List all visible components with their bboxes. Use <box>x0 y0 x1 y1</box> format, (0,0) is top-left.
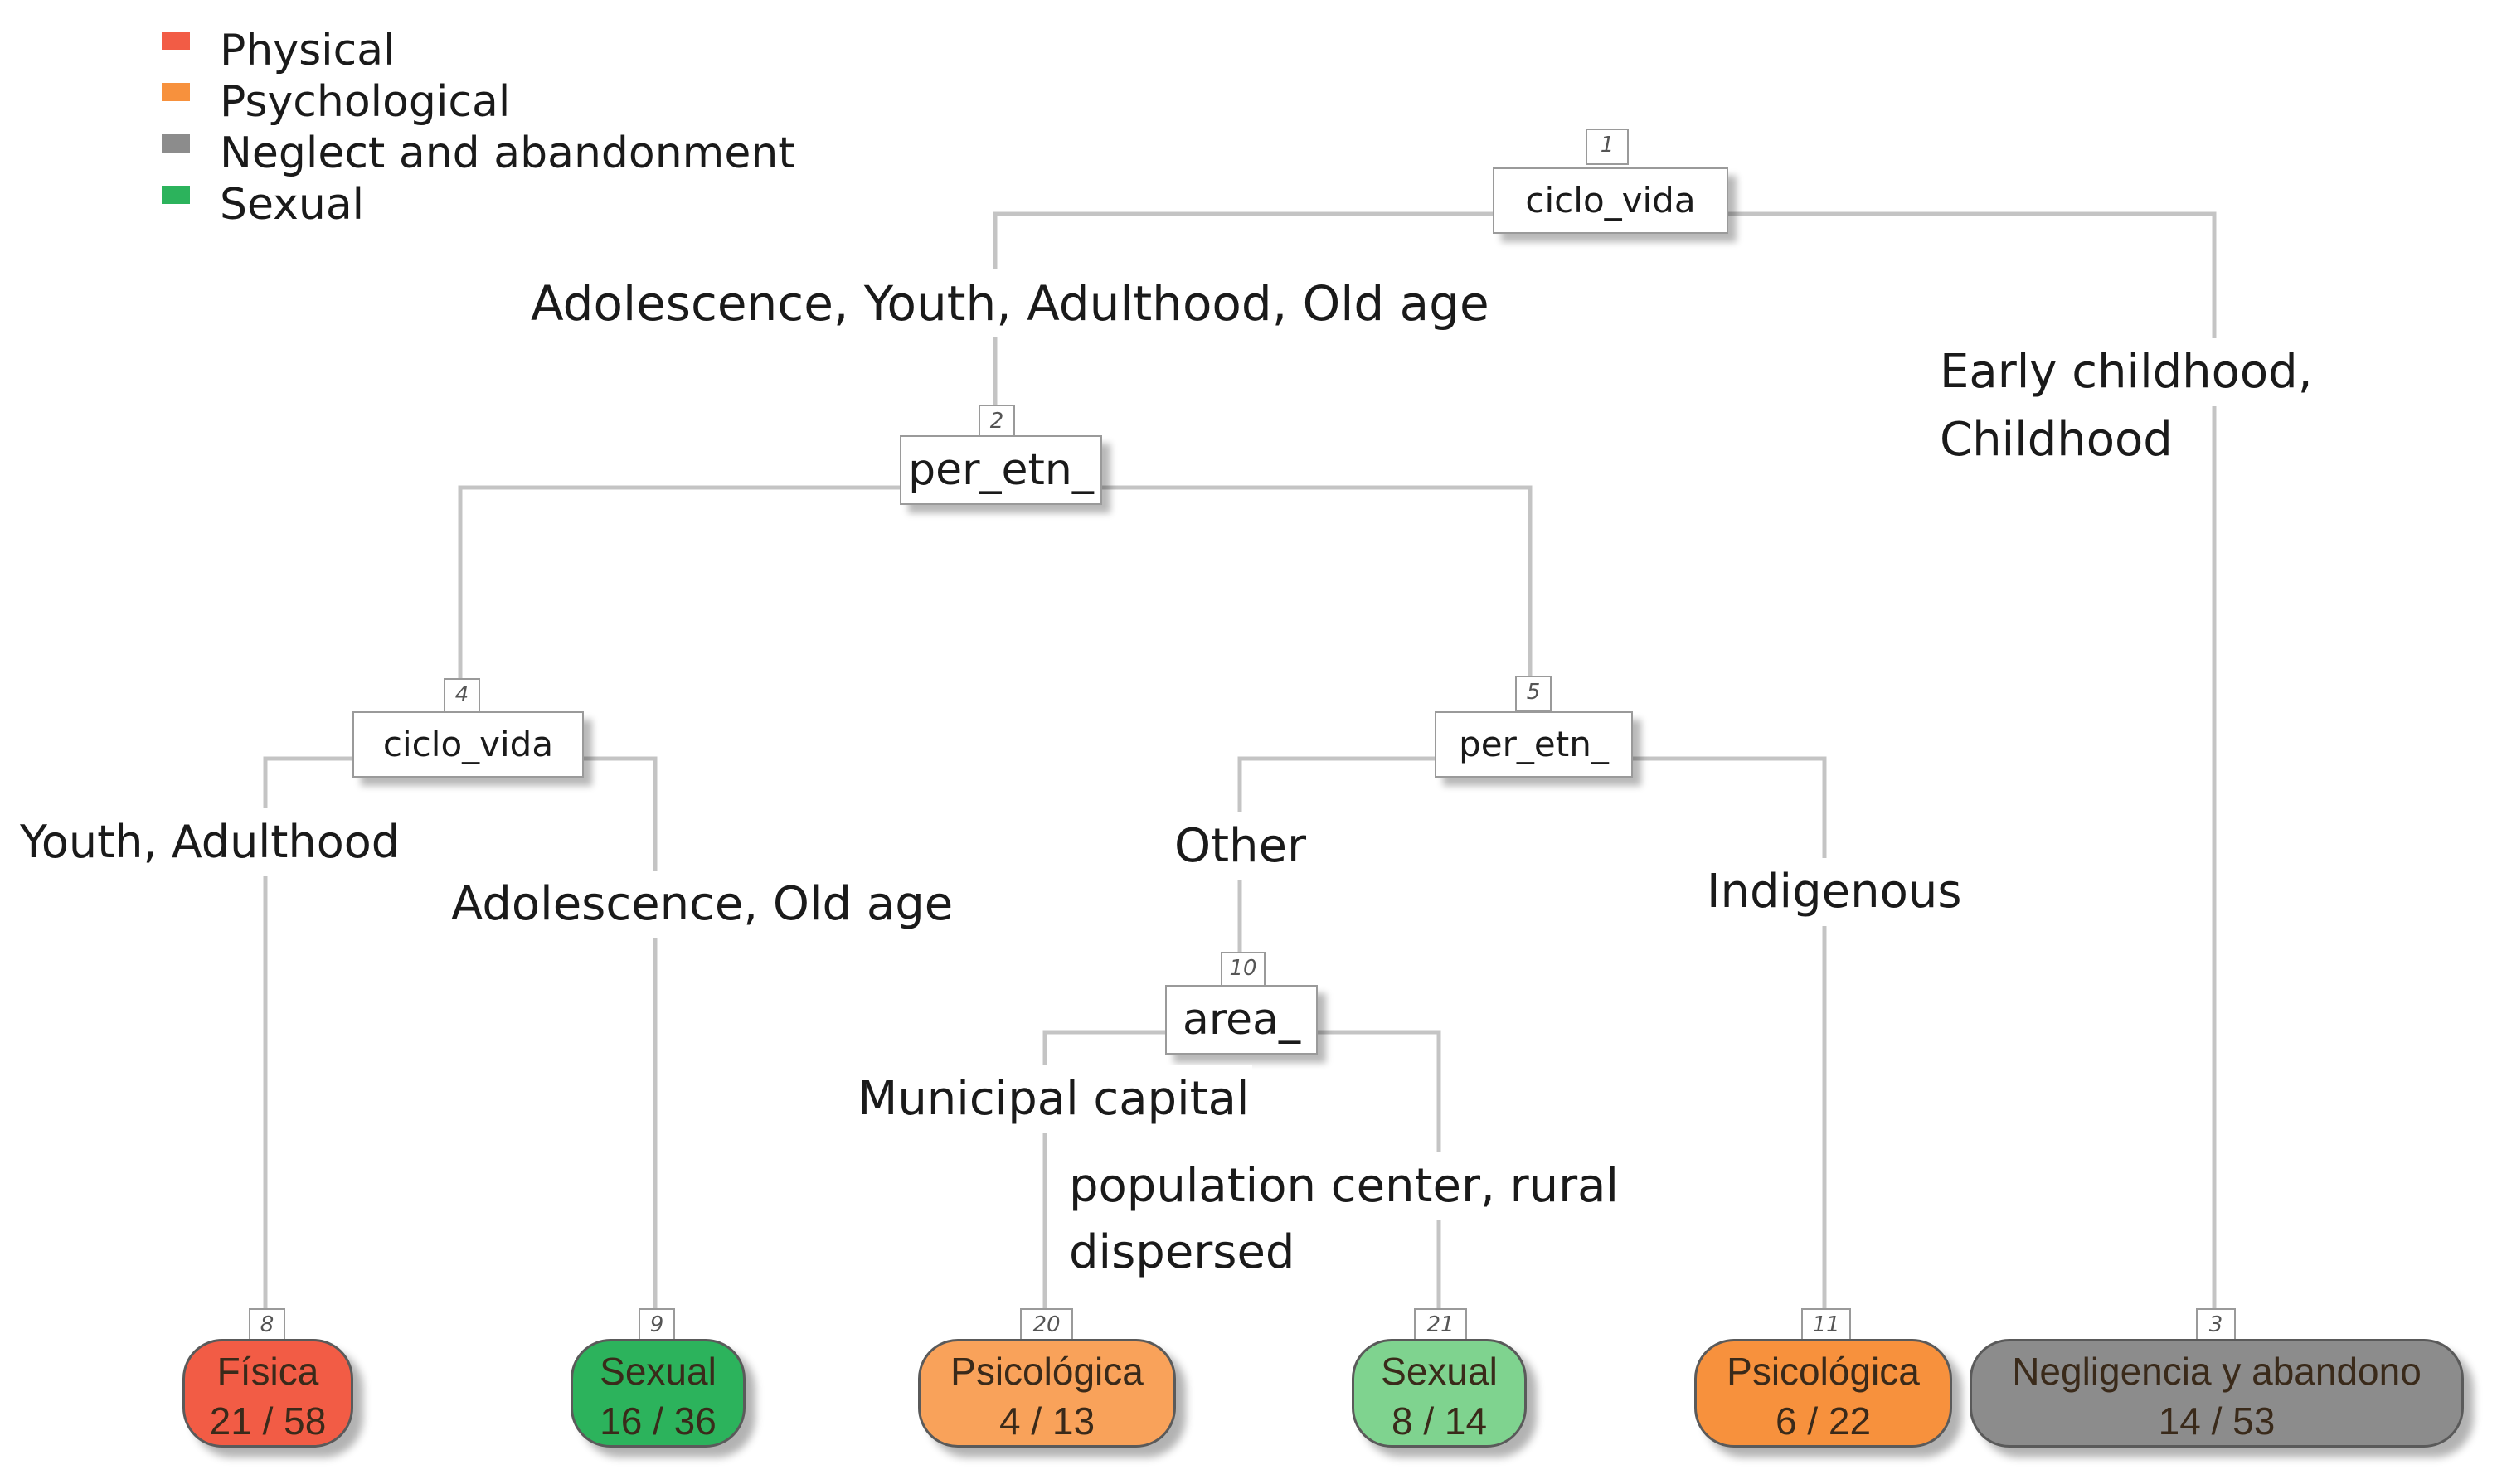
legend-label: Psychological <box>220 77 511 127</box>
node-1-ciclo-vida[interactable]: ciclo_vida <box>1493 167 1728 234</box>
leaf-count: 16 / 36 <box>600 1399 717 1443</box>
leaf-count: 14 / 53 <box>2158 1399 2276 1443</box>
leaf-3-id: 3 <box>2196 1308 2236 1341</box>
leaf-3-negligencia-y-abandono[interactable]: Negligencia y abandono 14 / 53 <box>1970 1339 2464 1448</box>
edge-label-n4-left: Youth, Adulthood <box>17 808 404 876</box>
edge-label-n10-right-2: dispersed <box>1066 1219 1299 1287</box>
legend-swatch-neglect <box>162 134 190 153</box>
leaf-21-sexual[interactable]: Sexual 8 / 14 <box>1352 1339 1527 1448</box>
legend-label: Sexual <box>220 180 365 230</box>
edge-n4-right <box>581 756 658 1314</box>
leaf-20-id: 20 <box>1020 1308 1073 1341</box>
legend-label: Physical <box>220 26 396 75</box>
edge-label-n1-right-2: Childhood <box>1936 406 2176 474</box>
edge-n2-right <box>1099 485 1533 676</box>
leaf-count: 8 / 14 <box>1391 1399 1488 1443</box>
node-2-per-etn[interactable]: per_etn_ <box>900 435 1102 505</box>
leaf-8-id: 8 <box>249 1308 285 1341</box>
edge-label-n5-left: Other <box>1171 812 1310 880</box>
legend-swatch-psychological <box>162 83 190 101</box>
leaf-class: Sexual <box>1381 1350 1498 1393</box>
node-1-id: 1 <box>1586 129 1629 165</box>
leaf-count: 6 / 22 <box>1775 1399 1872 1443</box>
edge-n4-left <box>263 756 352 1314</box>
leaf-8-fisica[interactable]: Física 21 / 58 <box>182 1339 353 1448</box>
edge-label-n4-right: Adolescence, Old age <box>448 871 957 938</box>
edge-n1-left <box>993 211 1493 249</box>
node-5-per-etn[interactable]: per_etn_ <box>1435 711 1633 778</box>
leaf-class: Psicológica <box>950 1350 1144 1393</box>
legend-swatch-physical <box>162 32 190 50</box>
leaf-class: Física <box>216 1350 319 1393</box>
legend-swatch-sexual <box>162 186 190 204</box>
node-10-id: 10 <box>1221 952 1266 988</box>
edge-label-n10-right-1: population center, rural <box>1066 1152 1622 1220</box>
node-5-id: 5 <box>1515 676 1552 712</box>
leaf-11-psicologica[interactable]: Psicológica 6 / 22 <box>1694 1339 1952 1448</box>
edge-label-n1-left: Adolescence, Youth, Adulthood, Old age <box>527 269 1493 337</box>
leaf-class: Negligencia y abandono <box>2012 1350 2422 1393</box>
edge-label-n10-left: Municipal capital <box>854 1065 1253 1133</box>
legend-label: Neglect and abandonment <box>220 129 795 178</box>
edge-n5-right <box>1630 756 1827 1314</box>
leaf-11-id: 11 <box>1801 1308 1851 1341</box>
leaf-class: Sexual <box>600 1350 717 1393</box>
edge-n5-left <box>1237 756 1435 953</box>
leaf-9-sexual[interactable]: Sexual 16 / 36 <box>571 1339 746 1448</box>
leaf-count: 21 / 58 <box>209 1399 327 1443</box>
edge-n2-left <box>458 485 900 680</box>
leaf-20-psicologica[interactable]: Psicológica 4 / 13 <box>918 1339 1176 1448</box>
node-4-id: 4 <box>444 678 480 715</box>
node-10-area[interactable]: area_ <box>1165 985 1318 1055</box>
leaf-9-id: 9 <box>639 1308 675 1341</box>
edge-label-n5-right: Indigenous <box>1703 858 1965 926</box>
edge-label-n1-right-1: Early childhood, <box>1936 338 2316 406</box>
leaf-21-id: 21 <box>1414 1308 1467 1341</box>
node-4-ciclo-vida[interactable]: ciclo_vida <box>352 711 584 778</box>
leaf-count: 4 / 13 <box>998 1399 1095 1443</box>
edge-n1-right <box>1725 211 2217 1314</box>
leaf-class: Psicológica <box>1727 1350 1920 1393</box>
edge-n10-left <box>1042 1030 1165 1314</box>
